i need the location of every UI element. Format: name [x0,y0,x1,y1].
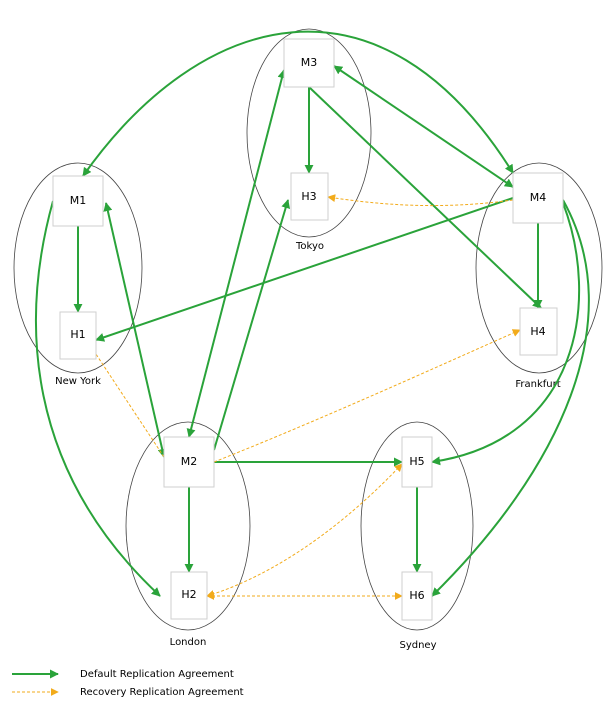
node-label: H5 [409,455,424,468]
node-box [519,307,558,356]
node-box [512,172,564,224]
site-label-sydney: Sydney [399,640,436,651]
nodes-layer: M1 H1 M3 H3 M4 H4 M2 H2 [52,38,564,621]
link-m2-m3 [186,69,287,438]
node-H4[interactable]: H4 [519,307,558,356]
site-label-london: London [170,637,207,648]
node-box [170,571,208,620]
link-m3-h4 [308,86,542,309]
link-m2-h4 [213,329,521,463]
link-m4-h1 [95,197,514,342]
node-label: H3 [301,190,316,203]
node-M4[interactable]: M4 [512,172,564,224]
links-layer [35,30,590,600]
site-ring-frankfurt [475,162,603,374]
node-H3[interactable]: H3 [290,172,329,221]
node-label: H4 [530,325,545,338]
site-label-newyork: New York [55,376,101,387]
node-H1[interactable]: H1 [59,311,97,360]
node-H6[interactable]: H6 [401,571,433,621]
link-m3-m4 [333,65,514,188]
node-label: H6 [409,589,424,602]
link-m4-h6 [431,199,590,597]
node-label: H2 [181,588,196,601]
node-label: M3 [301,56,318,69]
node-box [59,311,97,360]
node-box [290,172,329,221]
link-m4-h3 [327,194,514,207]
link-m4-h5 [431,202,580,466]
node-H5[interactable]: H5 [401,436,433,488]
node-box [163,436,215,488]
node-box [283,38,335,88]
legend: Default Replication Agreement Recovery R… [12,669,244,698]
legend-label-recovery: Recovery Replication Agreement [80,687,244,698]
link-m2-h3 [213,199,291,451]
link-m2-h1 [83,335,165,458]
node-box [52,175,104,227]
site-label-frankfurt: Frankfurt [515,379,560,390]
legend-label-default: Default Replication Agreement [80,669,234,680]
link-m2-m1 [103,202,167,458]
node-M1[interactable]: M1 [52,175,104,227]
node-label: M4 [530,191,547,204]
link-h5-h2 [206,463,403,598]
node-H2[interactable]: H2 [170,571,208,620]
node-label: H1 [70,328,85,341]
node-label: M2 [181,455,198,468]
node-label: M1 [70,194,87,207]
node-box [401,436,433,488]
node-M3[interactable]: M3 [283,38,335,88]
link-m1-h2 [35,200,161,597]
site-label-tokyo: Tokyo [295,241,324,252]
node-M2[interactable]: M2 [163,436,215,488]
node-box [401,571,433,621]
